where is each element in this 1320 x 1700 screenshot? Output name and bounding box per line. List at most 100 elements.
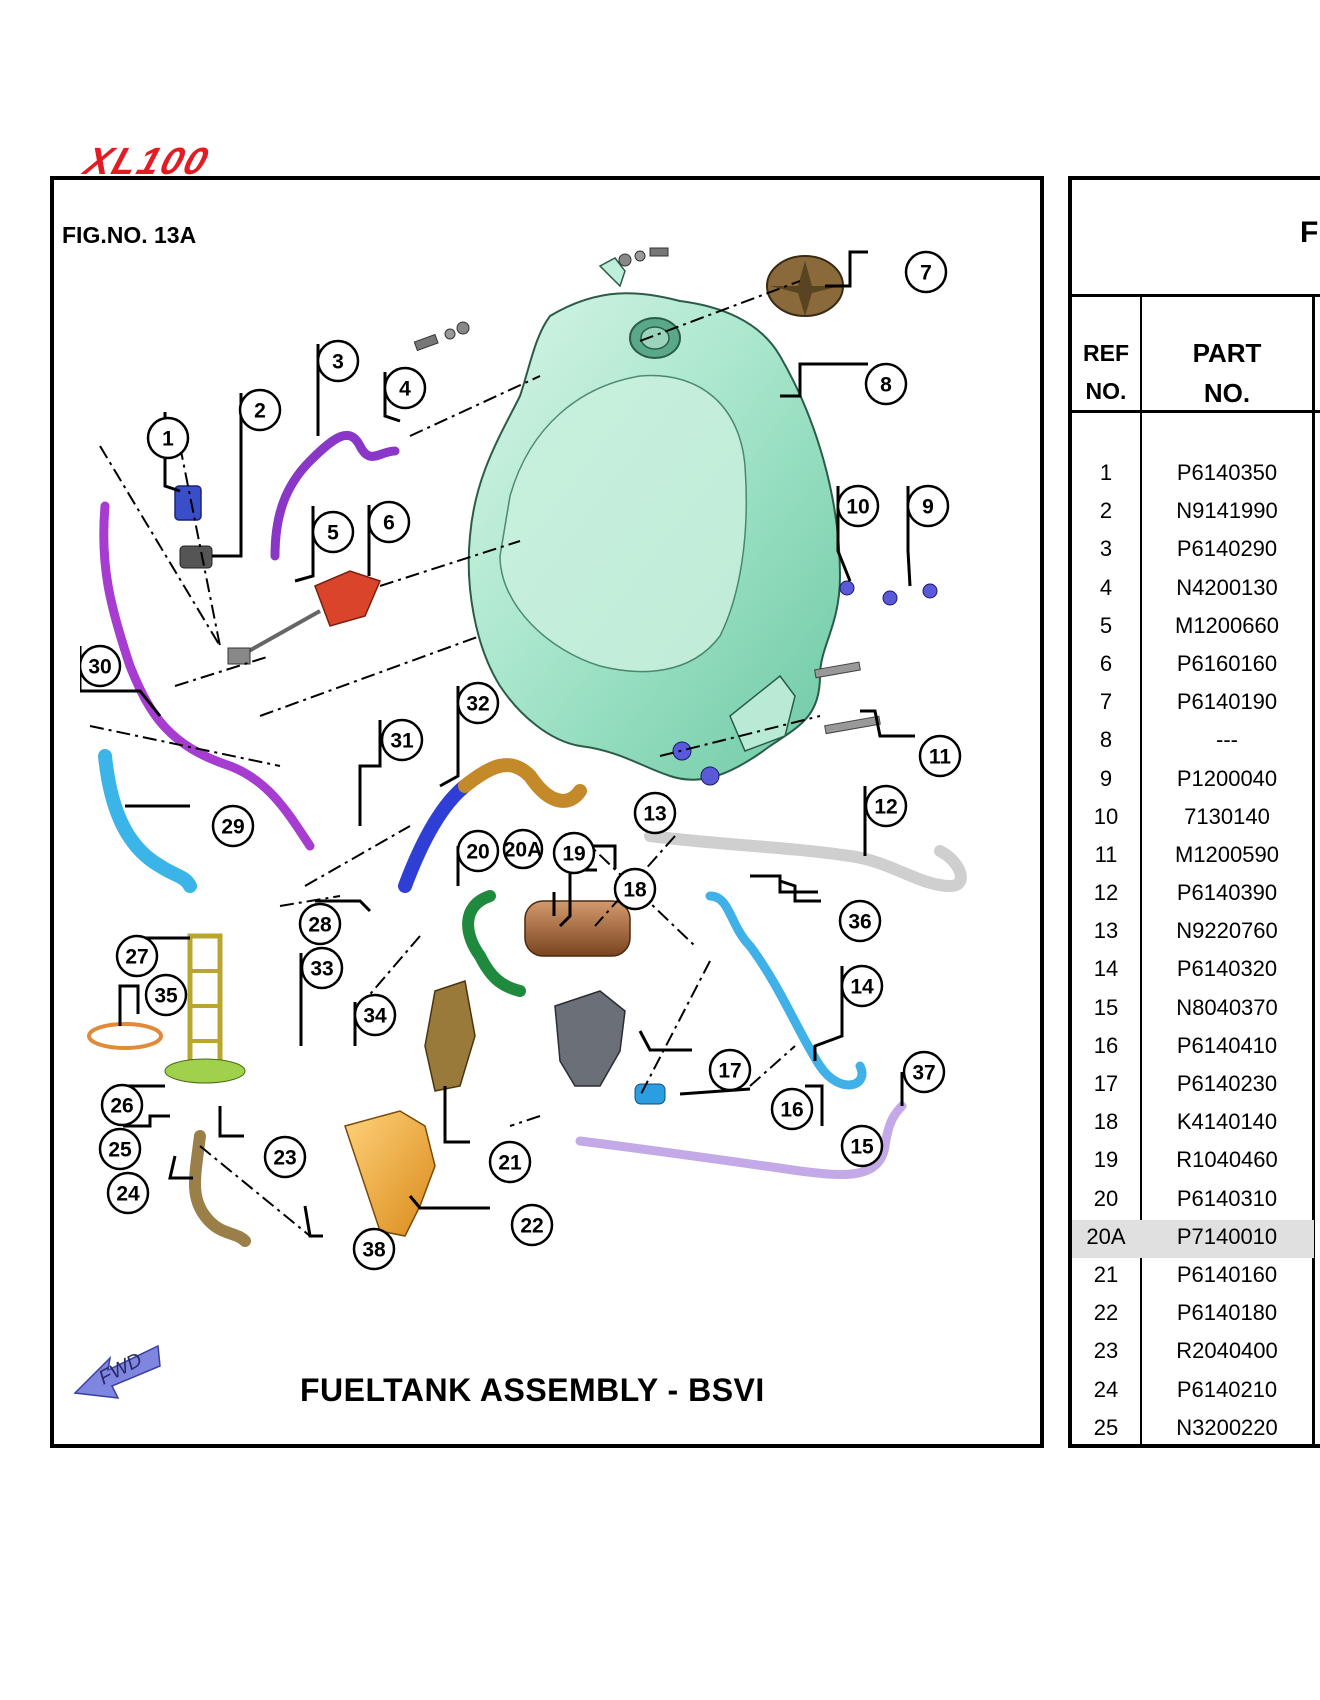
table-row: 18 K4140140	[1072, 1105, 1314, 1143]
fuel-hose-20	[462, 890, 526, 997]
ref-number-cell: 25	[1093, 1414, 1119, 1440]
part-number-cell: P6140350	[1176, 460, 1278, 485]
callout-36: 36	[838, 899, 882, 943]
callout-6: 6	[367, 500, 411, 544]
part-number-cell: P6140180	[1176, 1300, 1278, 1326]
svg-text:37: 37	[912, 1062, 935, 1085]
ref-number-cell: 8	[1099, 727, 1113, 753]
part-number-cell: P6140290	[1176, 536, 1278, 562]
ref-number-cell: 2	[1099, 498, 1113, 524]
callout-26: 26	[100, 1083, 144, 1127]
exploded-parts-diagram: 123456789101112131415161718192020A212223…	[80, 247, 967, 1271]
table-row: 8---	[1072, 723, 1314, 761]
part-number-cell: P6140320	[1176, 956, 1278, 982]
fuel-hose-30	[99, 501, 315, 851]
callout-24: 24	[106, 1171, 150, 1215]
callout-11: 11	[918, 734, 962, 778]
table-header-divider	[1068, 410, 1320, 413]
callout-19: 19	[552, 831, 596, 875]
part-number-cell: M1200660	[1175, 612, 1279, 638]
ref-number-cell: 24	[1093, 1376, 1119, 1402]
callout-25: 25	[98, 1127, 142, 1171]
fuel-pump	[344, 1110, 436, 1237]
part-number-cell: R2040400	[1176, 1338, 1278, 1364]
header-part-line1: PART	[1192, 338, 1262, 368]
callout-33: 33	[300, 946, 344, 990]
part-number-cell: R1040460	[1176, 1147, 1278, 1173]
ref-number-cell: 18	[1093, 1109, 1119, 1135]
part-number-cell: P1200040	[1176, 765, 1278, 791]
ref-number-cell: 14	[1093, 956, 1119, 982]
table-row: 14 P6140320	[1072, 952, 1314, 990]
callout-23: 23	[263, 1135, 307, 1179]
header-part-line2: NO.	[1203, 378, 1251, 408]
fuel-cock	[227, 570, 382, 665]
callout-20: 20	[456, 829, 500, 873]
fuel-level-sender-27	[164, 933, 246, 1084]
callout-27: 27	[115, 934, 159, 978]
svg-text:29: 29	[221, 816, 244, 839]
table-row: 13 N9220760	[1072, 914, 1314, 952]
ref-number-cell: 4	[1099, 574, 1113, 600]
callout-10: 10	[836, 484, 880, 528]
svg-text:23: 23	[273, 1147, 296, 1170]
pump-bracket-17	[554, 990, 626, 1087]
svg-text:24: 24	[116, 1183, 140, 1206]
ref-number-cell: 15	[1093, 994, 1119, 1020]
svg-text:11: 11	[929, 746, 952, 769]
svg-text:12: 12	[874, 796, 897, 819]
table-column-divider	[1140, 296, 1142, 1446]
svg-text:14: 14	[850, 976, 874, 999]
ref-number-cell: 13	[1093, 918, 1119, 944]
callout-5: 5	[311, 510, 355, 554]
ref-number-cell: 6	[1099, 650, 1113, 676]
part-number-cell: N9220760	[1176, 918, 1278, 944]
svg-text:13: 13	[643, 803, 666, 826]
svg-text:2: 2	[254, 400, 266, 423]
callout-20a: 20A	[502, 828, 544, 870]
callout-15: 15	[840, 1124, 884, 1168]
part-number-cell: P6160160	[1176, 650, 1278, 676]
inline-filter-18	[524, 900, 631, 957]
callout-17: 17	[708, 1048, 752, 1092]
tank-mount-bolts	[413, 247, 669, 352]
ref-number-cell: 17	[1093, 1071, 1119, 1096]
svg-text:26: 26	[110, 1095, 133, 1118]
svg-text:35: 35	[154, 985, 178, 1008]
small-fasteners	[672, 580, 938, 786]
svg-text:31: 31	[390, 730, 414, 753]
bolts-11	[814, 661, 881, 735]
part-number-cell: P6140310	[1176, 1185, 1278, 1211]
callout-12: 12	[864, 784, 908, 828]
svg-text:28: 28	[308, 914, 332, 937]
ref-number-cell: 20A	[1086, 1223, 1126, 1249]
svg-text:6: 6	[383, 512, 395, 535]
svg-text:22: 22	[520, 1215, 543, 1238]
svg-text:32: 32	[466, 693, 489, 716]
fuel-tank	[467, 257, 842, 781]
callout-3: 3	[316, 339, 360, 383]
fuel-hose-32	[398, 779, 472, 893]
callout-16: 16	[770, 1087, 814, 1131]
callout-34: 34	[353, 993, 397, 1037]
fuel-hose-29	[98, 749, 197, 893]
callout-13: 13	[633, 791, 677, 835]
ref-number-cell: 10	[1093, 803, 1119, 829]
table-title: F	[1300, 216, 1319, 249]
callout-1: 1	[146, 416, 190, 460]
callout-35: 35	[144, 973, 188, 1017]
ref-number-cell: 16	[1093, 1032, 1119, 1058]
part-number-cell: K4140140	[1176, 1109, 1278, 1135]
hose-clamp-2	[179, 545, 213, 569]
